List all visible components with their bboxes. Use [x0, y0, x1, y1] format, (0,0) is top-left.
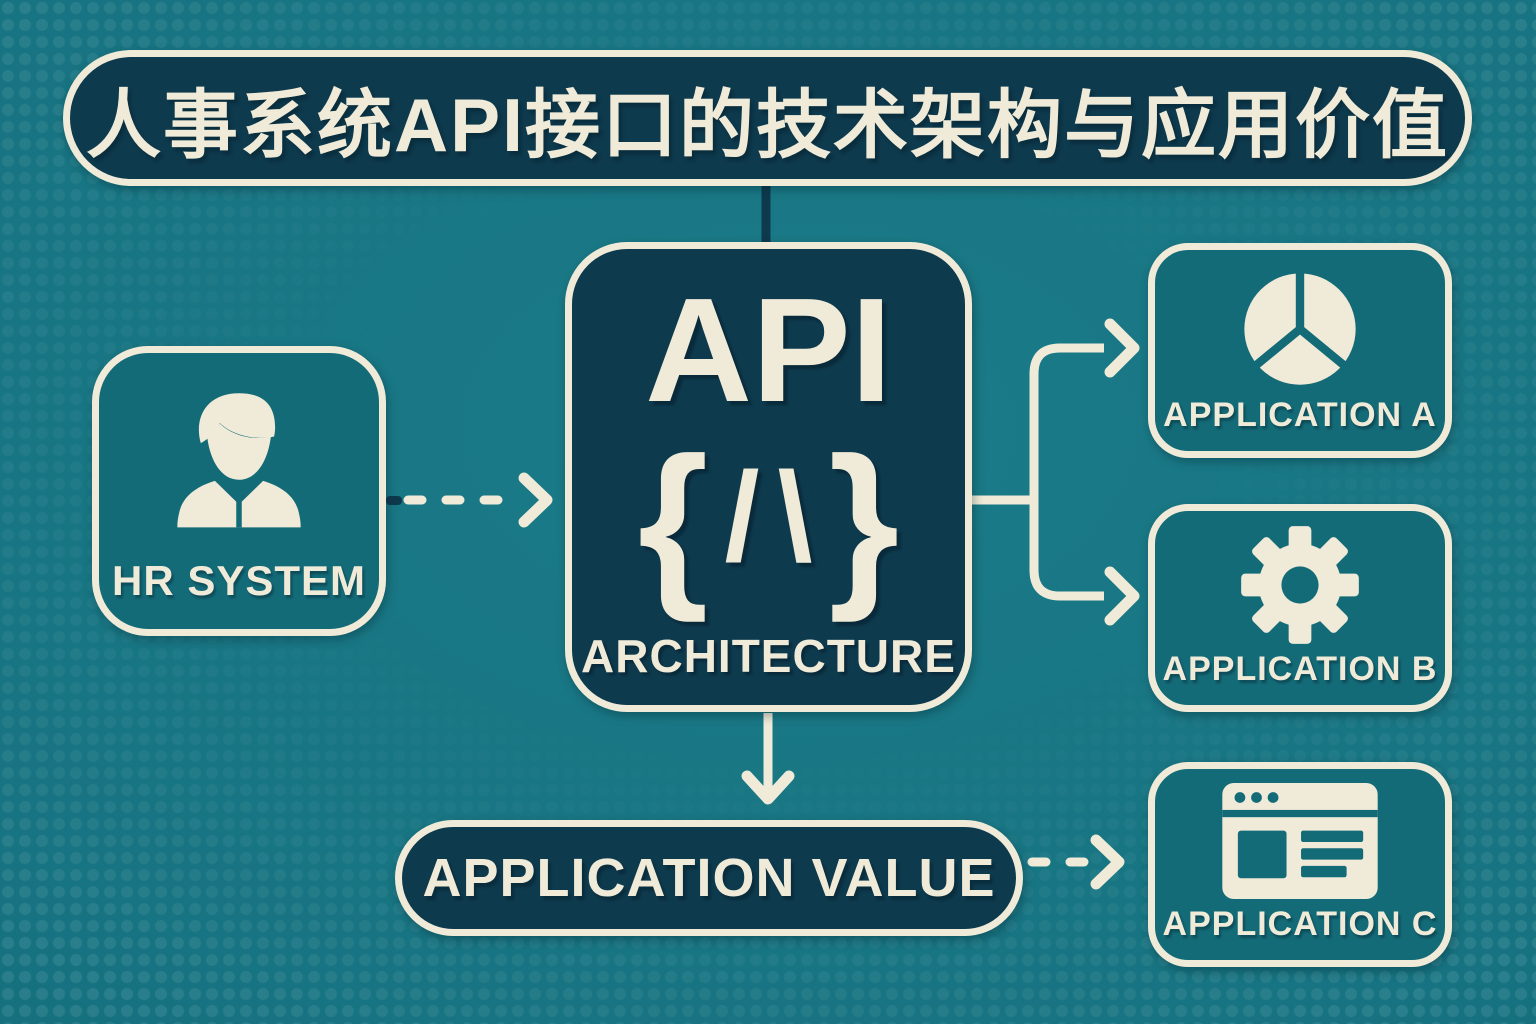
application-a-label: APPLICATION A [1163, 396, 1437, 434]
application-value-node: APPLICATION VALUE [395, 820, 1023, 936]
application-c-label: APPLICATION C [1162, 905, 1438, 943]
gear-icon [1241, 525, 1359, 644]
browser-window-icon [1222, 783, 1378, 899]
application-c-node: APPLICATION C [1148, 762, 1452, 967]
code-brace-left: { [637, 419, 709, 623]
api-to-value-arrowhead-icon [741, 770, 795, 805]
dash-start-dark-segment [386, 496, 402, 505]
pie-chart-icon [1244, 269, 1356, 385]
application-b-label: APPLICATION B [1162, 650, 1438, 688]
api-to-app-a-arrowhead-icon [1104, 318, 1140, 378]
api-subheading: ARCHITECTURE [581, 630, 956, 682]
hr-system-label: HR SYSTEM [111, 557, 367, 604]
api-architecture-node: API { /\ } ARCHITECTURE [565, 242, 972, 712]
code-braces-icon: { /\ } [638, 427, 900, 615]
hr-to-api-arrowhead-icon [518, 472, 553, 528]
api-to-app-b-arrowhead-icon [1104, 566, 1140, 626]
code-brace-right: } [828, 419, 900, 623]
value-to-app-c-arrowhead-icon [1090, 834, 1125, 890]
app-a-icon-zone [1237, 250, 1363, 396]
person-icon [177, 393, 301, 528]
api-heading: API [645, 268, 892, 433]
title-banner: 人事系统API接口的技术架构与应用价值 [63, 50, 1472, 186]
application-value-label: APPLICATION VALUE [422, 848, 996, 908]
code-slashes: /\ [724, 446, 831, 587]
page-title: 人事系统API接口的技术架构与应用价值 [85, 82, 1450, 167]
hr-icon-zone [153, 353, 325, 557]
api-branch-lines [972, 343, 1104, 601]
hr-system-node: HR SYSTEM [92, 346, 386, 636]
app-c-icon-zone [1222, 769, 1378, 905]
application-b-node: APPLICATION B [1148, 504, 1452, 712]
app-b-icon-zone [1236, 511, 1364, 650]
application-a-node: APPLICATION A [1148, 243, 1452, 458]
